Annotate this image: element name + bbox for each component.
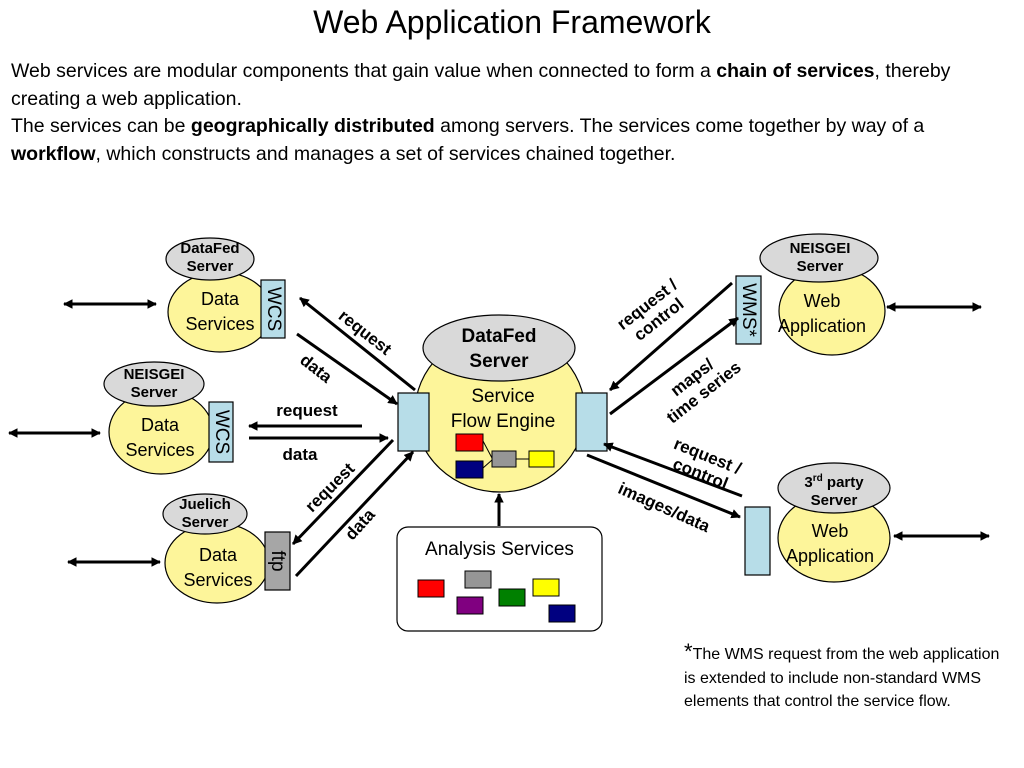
workflow-block-navy	[455, 460, 484, 479]
external-double-arrows	[8, 299, 990, 567]
wcs-label: WCS	[211, 409, 232, 455]
node-datafed-central-server	[397, 314, 608, 493]
workflow-block-yellow	[528, 450, 555, 468]
node-third-party-web-application	[744, 462, 891, 583]
wcs-interface-box	[208, 401, 234, 463]
workflow-block-red	[455, 433, 484, 452]
footnote-text: The WMS request from the web application…	[684, 646, 1000, 710]
wcs-label: WCS	[263, 286, 284, 332]
arrow-label-request: request	[276, 401, 338, 420]
footnote: *The WMS request from the web applicatio…	[684, 640, 1004, 714]
wms-interface-box	[735, 275, 762, 345]
right-interface-box	[575, 392, 608, 452]
server-label: 3rd party Server	[804, 473, 864, 509]
intro-text: Web services are modular components that…	[11, 58, 1011, 168]
workflow-block-gray	[491, 450, 517, 468]
node-juelich-data-services	[162, 493, 291, 604]
node-neisgei-web-application	[735, 233, 886, 356]
footnote-marker: *	[684, 639, 693, 664]
arrow-label-data: data	[282, 445, 318, 464]
ftp-label: ftp	[267, 550, 288, 572]
interface-box	[744, 506, 771, 576]
intro-paragraph-2: The services can be geographically distr…	[11, 115, 925, 165]
left-interface-box	[397, 392, 430, 452]
analysis-services-box	[396, 526, 603, 632]
intro-paragraph-1: Web services are modular components that…	[11, 60, 951, 110]
flow-arrows	[248, 281, 743, 578]
wcs-interface-box	[260, 279, 286, 339]
node-datafed-data-services	[165, 237, 286, 353]
analysis-services-label: Analysis Services	[425, 539, 574, 560]
node-neisgei-data-services	[103, 361, 234, 475]
ftp-interface-box	[264, 531, 291, 591]
wms-label: WMS*	[738, 283, 759, 337]
page-title: Web Application Framework	[313, 4, 711, 40]
